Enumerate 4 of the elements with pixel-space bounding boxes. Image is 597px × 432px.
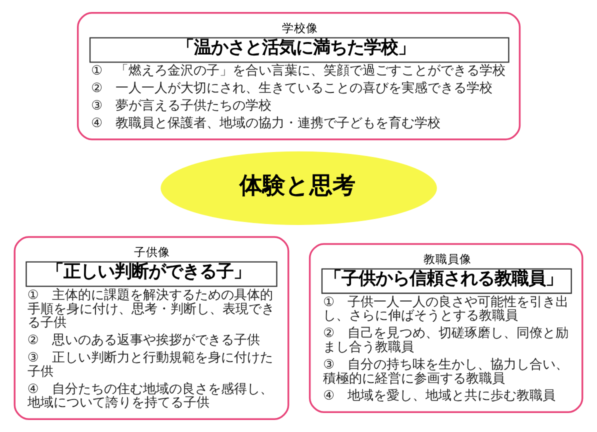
node-box: 教職員像 「子供から信頼される教職員」 ① 子供一人一人の良さや可能性を引き出し、さらに伸ばそうとする教職員 ② 自己を見つめ、切磋琢磨し、同僚と励まし合う教職員 ③ 自分の持ち味を生かし、協力し合い、積極的に経営に参画する教職員 ④ 地域を愛し、地域と共に歩む教職員 — [308, 243, 584, 413]
node-box: 学校像 「温かさと活気に満ちた学校」 ① 「燃えろ金沢の子」を合い言葉に、笑顔で過ごすことができる学校 ② 一人一人が大切にされ、生きていることの喜びを実感できる学校 ③ 夢が言える子供たちの学校 ④ 教職員と保護者、地域の協力・連携で子どもを育む学校 — [76, 12, 521, 140]
node-box: 子供像 「正しい判断ができる子」 ① 主体的に課題を解決するための具体的手順を身に付け、思考・判断し、表現できる子供 ② 思いのある返事や挨拶ができる子供 ③ 正しい判断力と行動規範を身に付けた子供 ④ 自分たちの住む地域の良さを感得し、地域について誇りを持てる子供 — [14, 236, 290, 420]
node-ellipse: 体験と思考 — [160, 151, 437, 225]
